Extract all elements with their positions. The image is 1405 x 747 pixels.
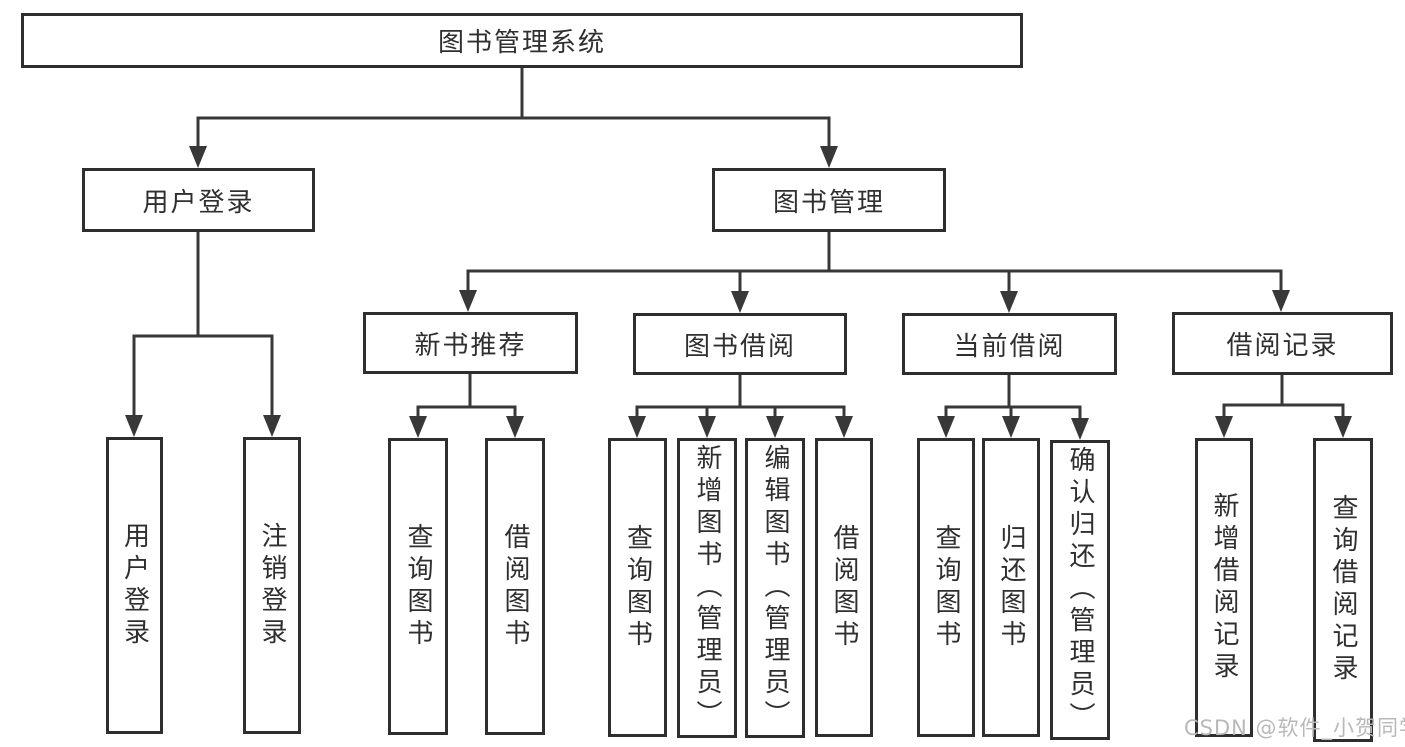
arrowhead-icon: [263, 415, 281, 437]
leaf-label: 查询借阅记录: [1328, 494, 1358, 686]
leaf-label: 注销登录: [257, 521, 287, 650]
arrowhead-icon: [698, 416, 716, 438]
node-label: 图书借阅: [683, 331, 796, 362]
arrowhead-icon: [409, 416, 427, 438]
node-label: 借阅记录: [1226, 331, 1339, 361]
arrowhead-icon: [628, 416, 646, 438]
leaf-label: 借阅图书: [829, 523, 859, 652]
arrowhead-icon: [835, 416, 853, 438]
leaf-confirm-return-admin: 确认归还（管理员）: [1050, 440, 1110, 740]
leaf-borrow-books-borrow: 借阅图书: [815, 438, 873, 737]
arrowhead-icon: [766, 416, 784, 438]
arrowhead-icon: [1071, 418, 1089, 440]
leaf-query-books-current: 查询图书: [917, 438, 975, 737]
node-new-book-recommend: 新书推荐: [363, 312, 578, 374]
arrowhead-icon: [731, 291, 749, 313]
leaf-label: 查询图书: [403, 522, 433, 651]
leaf-logout-login: 注销登录: [243, 437, 301, 734]
node-current-borrow: 当前借阅: [902, 313, 1117, 375]
arrowhead-icon: [820, 146, 838, 168]
leaf-query-books-recommend: 查询图书: [388, 438, 448, 735]
leaf-user-login: 用户登录: [106, 437, 163, 734]
leaf-label: 归还图书: [996, 523, 1026, 652]
leaf-label: 新增图书（管理员）: [692, 444, 722, 732]
arrowhead-icon: [1215, 416, 1233, 438]
node-book-borrow: 图书借阅: [633, 313, 847, 375]
node-label: 图书管理系统: [437, 28, 606, 58]
arrowhead-icon: [506, 416, 524, 438]
arrowhead-icon: [937, 416, 955, 438]
node-borrow-records: 借阅记录: [1172, 312, 1393, 375]
leaf-return-books: 归还图书: [982, 438, 1040, 737]
leaf-query-borrow-record: 查询借阅记录: [1313, 438, 1373, 742]
leaf-label: 用户登录: [119, 521, 150, 650]
arrowhead-icon: [1002, 416, 1020, 438]
arrowhead-icon: [1272, 290, 1290, 312]
node-label: 用户登录: [142, 187, 255, 218]
arrowhead-icon: [125, 415, 143, 437]
leaf-edit-books-admin: 编辑图书（管理员）: [745, 438, 805, 738]
watermark: CSDN @软件_小贺同学: [1184, 716, 1405, 740]
node-label: 新书推荐: [414, 330, 527, 361]
leaf-add-books-admin: 新增图书（管理员）: [677, 438, 737, 738]
node-label: 图书管理: [772, 187, 885, 218]
leaf-label: 编辑图书（管理员）: [760, 444, 790, 732]
node-book-management: 图书管理: [712, 168, 946, 232]
leaf-label: 查询图书: [931, 523, 961, 652]
arrowhead-icon: [1000, 291, 1018, 313]
leaf-label: 借阅图书: [500, 522, 530, 651]
leaf-borrow-books-recommend: 借阅图书: [485, 438, 545, 735]
node-label: 当前借阅: [953, 331, 1066, 362]
arrowhead-icon: [189, 146, 207, 168]
leaf-add-borrow-record: 新增借阅记录: [1195, 438, 1253, 737]
leaf-label: 查询图书: [622, 523, 653, 652]
leaf-label: 确认归还（管理员）: [1065, 446, 1095, 734]
leaf-query-books-borrow: 查询图书: [608, 438, 667, 737]
node-user-login: 用户登录: [82, 168, 315, 232]
leaf-label: 新增借阅记录: [1209, 491, 1239, 684]
node-library-system: 图书管理系统: [21, 13, 1023, 68]
arrowhead-icon: [459, 290, 477, 312]
arrowhead-icon: [1334, 416, 1352, 438]
